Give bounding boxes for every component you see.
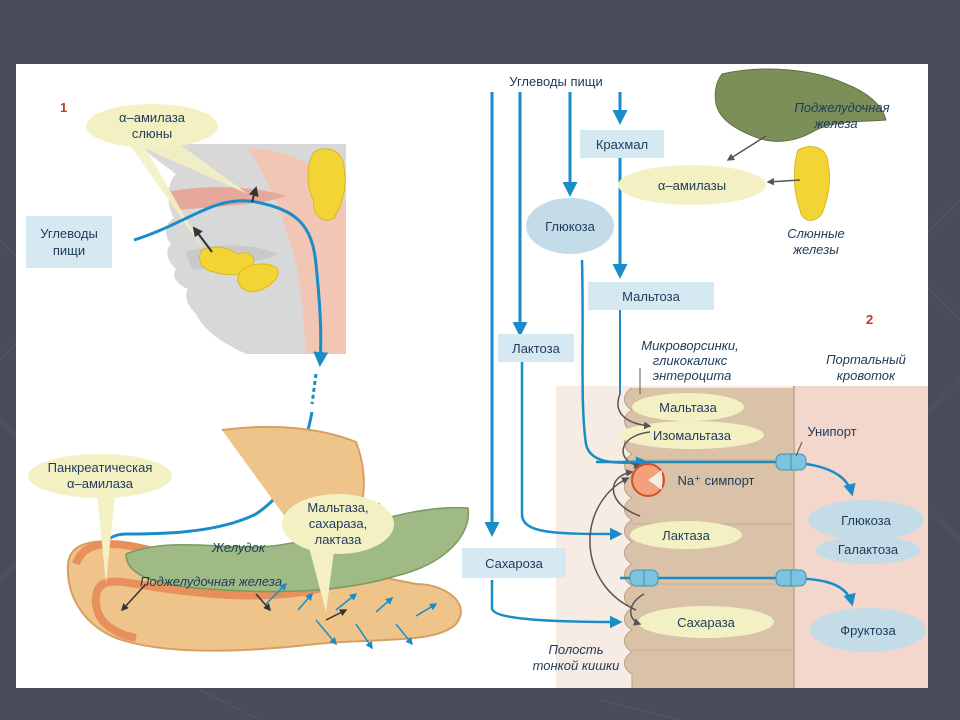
salivary-amylase-label: α–амилаза [119, 110, 186, 125]
panel-1: 1 α–амилаза слюны Углеводы пищи [26, 100, 470, 652]
food-carbs-title: Углеводы пищи [509, 74, 602, 89]
panel-2-number: 2 [866, 312, 873, 327]
digestion-diagram: 1 α–амилаза слюны Углеводы пищи [26, 68, 928, 688]
amylases-bubble [618, 165, 766, 205]
figure-panel: 1 α–амилаза слюны Углеводы пищи [16, 64, 928, 688]
salivary-amylase-label-2: слюны [132, 126, 172, 141]
glucose-left-label: Глюкоза [545, 219, 596, 234]
brush-enzymes-label-1: Мальтаза, [307, 500, 368, 515]
portal-flow-label-2: кровоток [837, 368, 896, 383]
microvilli-label-2: гликокаликс [653, 353, 728, 368]
panel-1-number: 1 [60, 100, 67, 115]
isomaltase-bubble [620, 421, 764, 449]
sucrase-bubble [638, 606, 774, 638]
amylases-label: α–амилазы [658, 178, 726, 193]
fructose-oval [810, 608, 926, 652]
salivary-gland-illustration [793, 146, 831, 221]
food-carbs-box [26, 216, 112, 268]
lumen-label-2: тонкой кишки [533, 658, 620, 673]
glucose-left-oval [526, 198, 614, 254]
salivary-glands-label-2: железы [792, 242, 839, 257]
maltase-bubble [632, 393, 744, 421]
panel-2: 2 Углеводы пищи Крахмал Поджелудочная же… [462, 68, 928, 688]
stomach-label: Желудок [211, 540, 266, 555]
brush-enzymes-label-2: сахараза, [309, 516, 367, 531]
salivary-glands-label: Слюнные [787, 226, 845, 241]
pancreatic-amylase-bubble [28, 454, 172, 498]
sucrase-label: Сахараза [677, 615, 736, 630]
starch-label: Крахмал [596, 137, 648, 152]
salivary-amylase-bubble [86, 104, 218, 148]
maltose-label: Мальтоза [622, 289, 680, 304]
na-symport-label: Na⁺ симпорт [678, 473, 755, 488]
sucrose-label: Сахароза [485, 556, 544, 571]
parotid-gland [307, 148, 346, 221]
pancreatic-amylase-label: Панкреатическая [48, 460, 153, 475]
food-carbs-label: Углеводы [40, 226, 98, 241]
uniport-transporter-top [775, 453, 807, 471]
pancreas-label: Поджелудочная железа [140, 574, 282, 589]
galactose-label: Галактоза [838, 542, 899, 557]
brush-enzymes-bubble [282, 494, 394, 554]
absorption-arrows [265, 582, 438, 650]
isomaltase-label: Изомальтаза [653, 428, 732, 443]
portal-flow-label-1: Портальный [826, 352, 906, 367]
pancreas-gland-label-2: железа [813, 116, 857, 131]
lactase-label: Лактаза [662, 528, 710, 543]
starch-box [580, 130, 664, 158]
microvilli-label-1: Микроворсинки, [641, 338, 738, 353]
food-carbs-label-2: пищи [53, 243, 85, 258]
maltose-box [588, 282, 714, 310]
brush-enzymes-label-3: лактаза [315, 532, 363, 547]
sublingual-gland [237, 263, 279, 293]
glucose-right-oval [808, 500, 924, 540]
glucose-right-label: Глюкоза [841, 513, 892, 528]
pancreas-gland-label: Поджелудочная [794, 100, 889, 115]
apical-transporter [629, 569, 659, 587]
maltase-label: Мальтаза [659, 400, 717, 415]
uniport-transporter-mid [775, 569, 807, 587]
pancreatic-amylase-label-2: α–амилаза [67, 476, 134, 491]
food-path-arrow [133, 199, 329, 367]
galactose-oval [816, 536, 920, 564]
uniport-label: Унипорт [807, 424, 856, 439]
microvilli-label-3: энтероцита [653, 368, 732, 383]
sucrose-box [462, 548, 566, 578]
pancreas-gland-illustration [714, 68, 887, 142]
lactase-bubble [630, 521, 742, 549]
fructose-label: Фруктоза [840, 623, 896, 638]
lactose-box [498, 334, 574, 362]
lactose-label: Лактоза [512, 341, 560, 356]
lumen-label-1: Полость [548, 642, 603, 657]
